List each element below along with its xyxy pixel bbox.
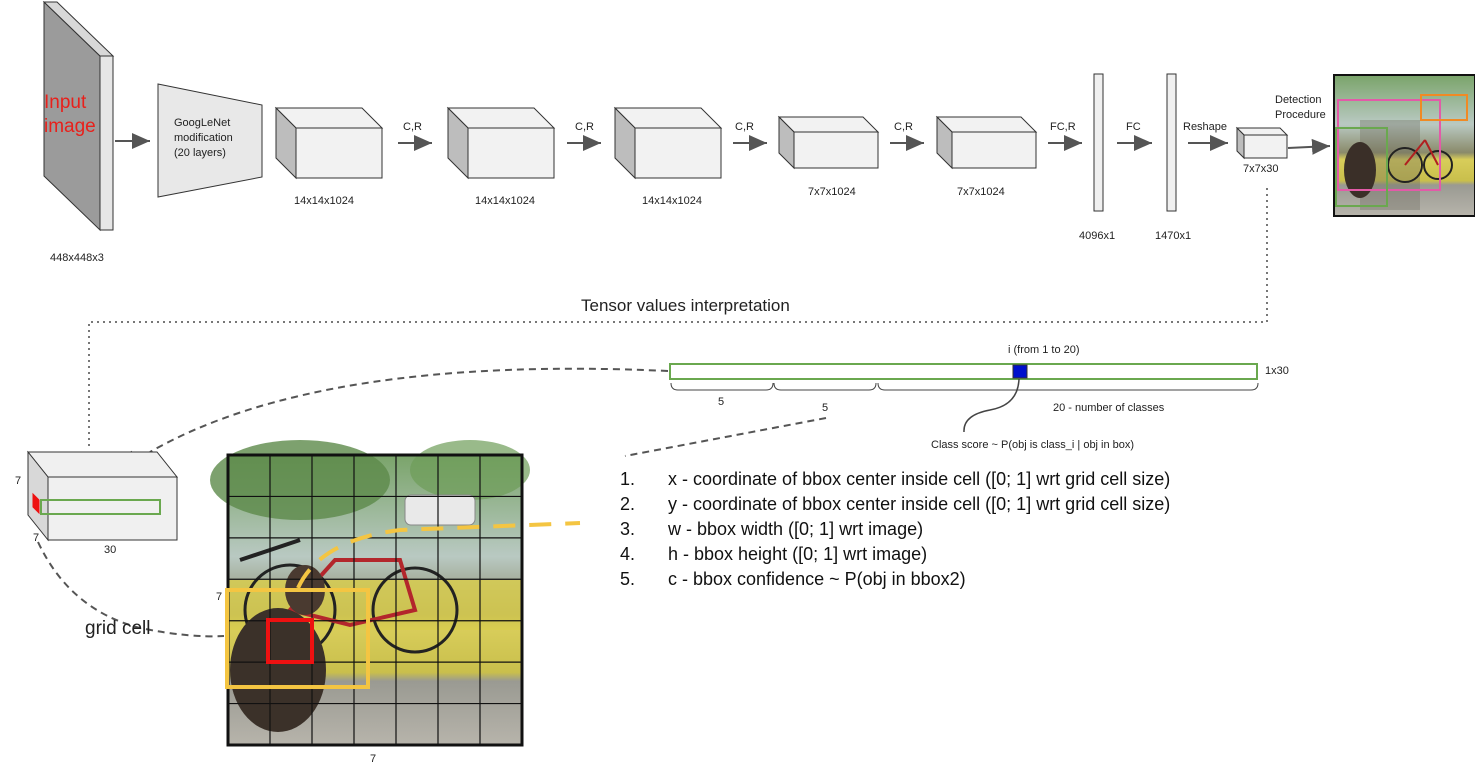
conv-block-4-dims: 7x7x1024 <box>808 186 856 198</box>
tensor-values-list: 1. x - coordinate of bbox center inside c… <box>620 467 1320 592</box>
detection-label-2: Procedure <box>1275 109 1326 121</box>
googlenet-label-3: (20 layers) <box>174 147 226 159</box>
conv-block-1 <box>274 106 384 180</box>
tensor-dims: 7x7x30 <box>1243 163 1278 175</box>
fc2-bar <box>1166 73 1177 212</box>
class-score-connector <box>963 378 1020 433</box>
grid-cell-highlight <box>266 618 314 664</box>
seg2-label: 5 <box>822 402 828 414</box>
seg3-label: 20 - number of classes <box>1053 402 1165 414</box>
list-item-number: 5. <box>620 569 636 589</box>
fc2-dims: 1470x1 <box>1155 230 1191 242</box>
googlenet-label-1: GoogLeNet <box>174 117 230 129</box>
list-item-text: h - bbox height ([0; 1] wrt image) <box>668 544 928 564</box>
op-label-fc1: FC,R <box>1050 121 1076 133</box>
tensor-cube-7x7x30 <box>26 450 179 542</box>
list-item-number: 2. <box>620 494 636 514</box>
brace-seg3 <box>877 382 1259 391</box>
conv-block-1-dims: 14x14x1024 <box>294 195 354 207</box>
cube-top-label: 7 <box>15 475 21 487</box>
cube-bottom-label: 30 <box>104 544 116 556</box>
brace-seg1 <box>670 382 774 391</box>
list-item: 4. h - bbox height ([0; 1] wrt image) <box>620 542 1320 567</box>
detection-label-1: Detection <box>1275 94 1321 106</box>
list-item: 2. y - coordinate of bbox center inside c… <box>620 492 1320 517</box>
fc1-bar <box>1093 73 1104 212</box>
bbox-yellow <box>225 588 370 689</box>
list-item-text: c - bbox confidence ~ P(obj in bbox2) <box>668 569 966 589</box>
list-item-text: x - coordinate of bbox center inside cel… <box>668 469 1171 489</box>
tensor-vector-bar <box>669 363 1258 380</box>
list-item-text: w - bbox width ([0; 1] wrt image) <box>668 519 924 539</box>
conv-block-2 <box>446 106 556 180</box>
list-item-number: 4. <box>620 544 636 564</box>
conv-block-3 <box>613 106 723 180</box>
detection-result-image <box>1333 74 1475 217</box>
conv-block-2-dims: 14x14x1024 <box>475 195 535 207</box>
interpretation-title: Tensor values interpretation <box>581 296 790 315</box>
dashed-connector-gridcell <box>37 541 225 638</box>
dashed-connector-vector <box>149 367 669 453</box>
op-label-fc2: FC <box>1126 121 1141 133</box>
grid-lines-7x7 <box>228 455 522 745</box>
conv-block-5-dims: 7x7x1024 <box>957 186 1005 198</box>
input-size-label: 448x448x3 <box>50 252 104 264</box>
dashed-connector-list <box>624 417 827 457</box>
list-item-text: y - coordinate of bbox center inside cel… <box>668 494 1171 514</box>
seg1-label: 5 <box>718 396 724 408</box>
grid-bottom-label: 7 <box>370 753 376 765</box>
index-label: i (from 1 to 20) <box>1008 344 1080 356</box>
list-item: 3. w - bbox width ([0; 1] wrt image) <box>620 517 1320 542</box>
class-score-label: Class score ~ P(obj is class_i | obj in … <box>931 439 1134 451</box>
input-image-slab <box>42 0 115 232</box>
conv-block-3-dims: 14x14x1024 <box>642 195 702 207</box>
op-label-1: C,R <box>403 121 422 133</box>
op-label-3: C,R <box>735 121 754 133</box>
cube-left-label: 7 <box>33 532 39 544</box>
vector-size-label: 1x30 <box>1265 365 1289 377</box>
op-label-2: C,R <box>575 121 594 133</box>
grid-cell-label: grid cell <box>85 618 150 639</box>
grid-side-label: 7 <box>216 591 222 603</box>
conv-block-5 <box>935 115 1038 170</box>
conv-block-4 <box>777 115 880 170</box>
list-item-number: 3. <box>620 519 636 539</box>
output-tensor-cube <box>1235 126 1289 160</box>
class-index-marker <box>1012 364 1028 379</box>
googlenet-label-2: modification <box>174 132 233 144</box>
brace-seg2 <box>773 382 877 391</box>
fc1-dims: 4096x1 <box>1079 230 1115 242</box>
list-item: 5. c - bbox confidence ~ P(obj in bbox2) <box>620 567 1320 592</box>
list-item: 1. x - coordinate of bbox center inside c… <box>620 467 1320 492</box>
googlenet-block <box>157 83 263 198</box>
dashed-connector-yellow <box>296 521 581 589</box>
op-label-4: C,R <box>894 121 913 133</box>
grid-photo <box>210 440 530 745</box>
list-item-number: 1. <box>620 469 636 489</box>
arrow-8 <box>1287 138 1331 155</box>
dotted-connector <box>88 188 1268 448</box>
op-label-reshape: Reshape <box>1183 121 1227 133</box>
